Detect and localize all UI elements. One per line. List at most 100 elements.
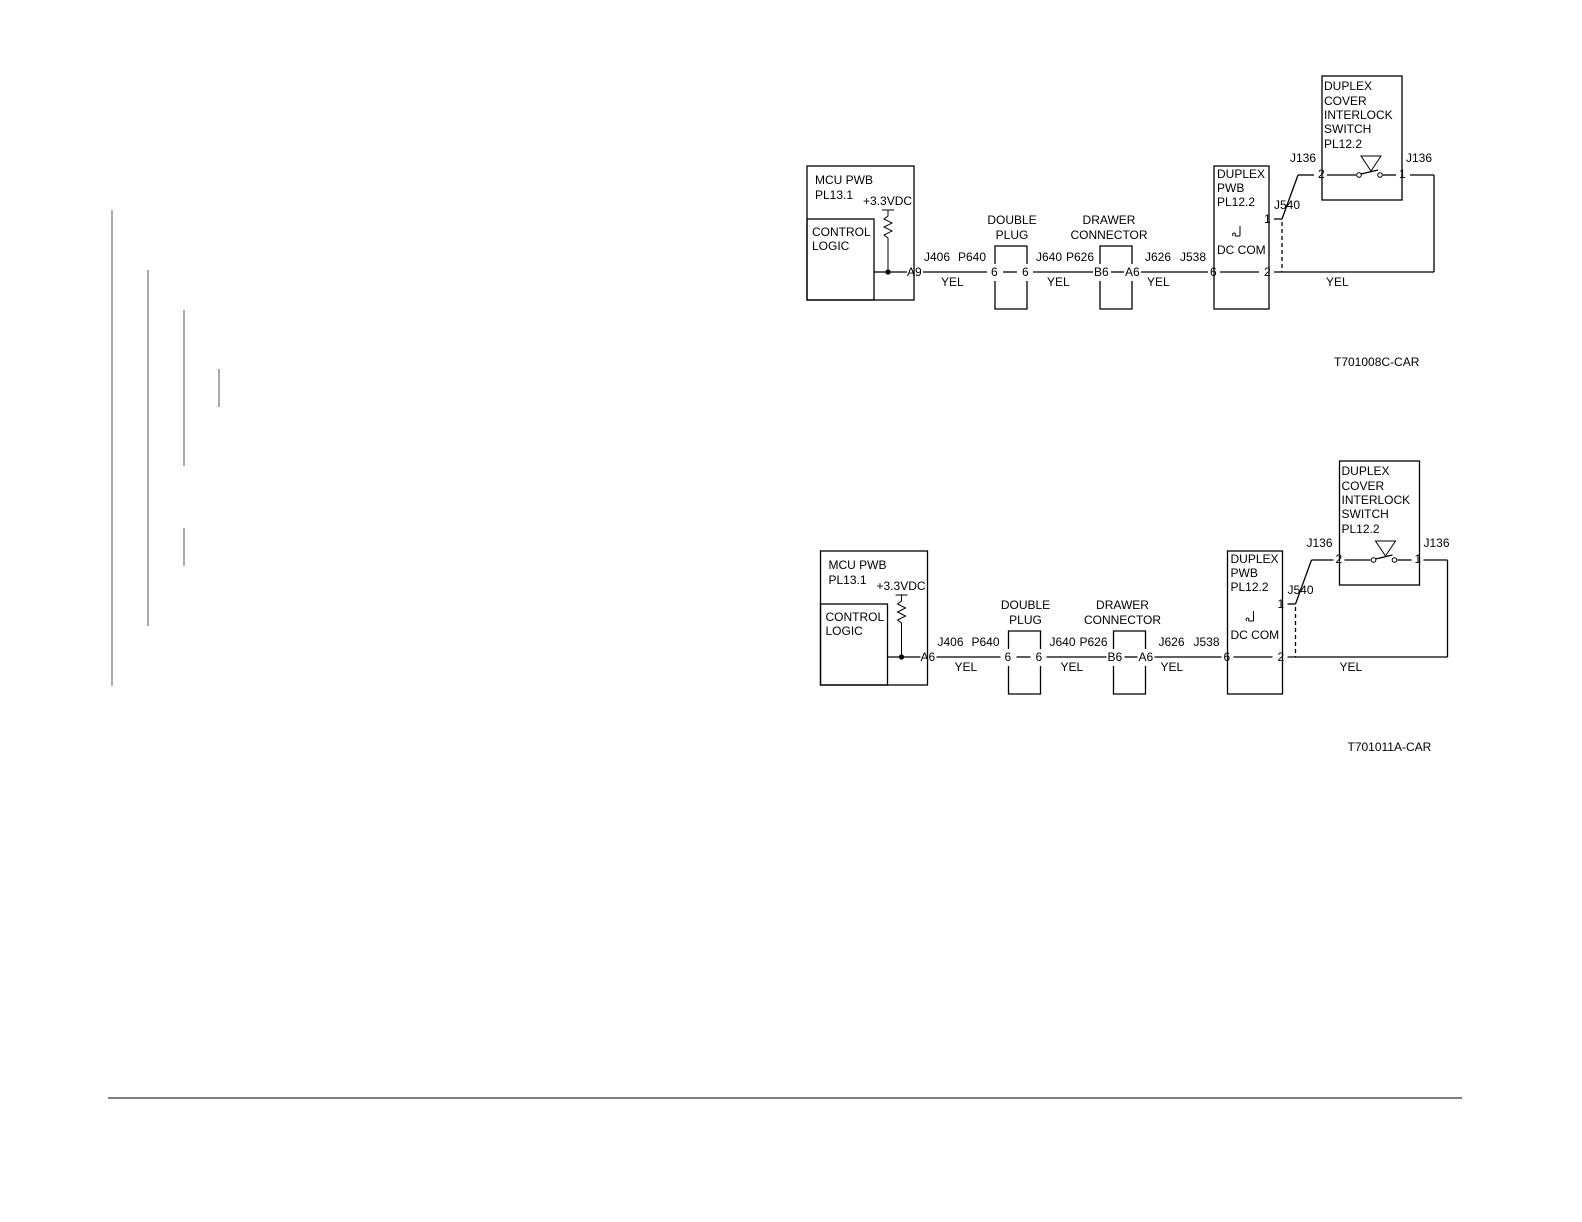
duplex-pwb-label-3: PL12.2 xyxy=(1217,195,1255,209)
double-plug-pin-right: 6 xyxy=(1022,265,1029,279)
drawer-connector-block: DRAWER CONNECTOR B6 A6 xyxy=(1084,598,1161,695)
drawer-pin-right: A6 xyxy=(1139,650,1154,664)
conn-label-j626: J626 xyxy=(1145,250,1171,264)
figure-id: T701011A-CAR xyxy=(1348,740,1432,754)
switch-contact xyxy=(1356,172,1362,178)
duplex-pwb-pin-in: 6 xyxy=(1210,265,1217,279)
duplex-pwb-label-3: PL12.2 xyxy=(1231,580,1269,594)
switch-label-5: PL12.2 xyxy=(1324,137,1362,151)
drawer-pin-left: B6 xyxy=(1108,650,1123,664)
drawer-pin-right: A6 xyxy=(1125,265,1140,279)
mcu-pin: A9 xyxy=(907,265,922,279)
switch-label-4: SWITCH xyxy=(1324,122,1371,136)
conn-label-j540: J540 xyxy=(1288,583,1314,597)
double-plug-block: DOUBLE PLUG 6 6 xyxy=(987,213,1037,310)
switch-label-2: COVER xyxy=(1324,94,1367,108)
double-plug-label-2: PLUG xyxy=(996,228,1029,242)
conn-label-p626: P626 xyxy=(1066,250,1094,264)
switch-actuator-icon xyxy=(1360,155,1382,172)
conn-label-j406: J406 xyxy=(924,250,950,264)
drawer-pin-left: B6 xyxy=(1094,265,1109,279)
switch-pin-left: 2 xyxy=(1318,167,1325,181)
drawer-connector-block: DRAWER CONNECTOR B6 A6 xyxy=(1070,213,1148,310)
mcu-pwb-block: MCU PWB PL13.1 +3.3VDC CONTROL LOGIC A9 xyxy=(806,165,922,301)
wire-color-4: YEL xyxy=(1326,275,1349,289)
control-logic-label-2: LOGIC xyxy=(826,624,864,638)
drawer-label-2: CONNECTOR xyxy=(1070,228,1147,242)
duplex-pwb-pin-in: 6 xyxy=(1224,650,1231,664)
conn-label-j136-left: J136 xyxy=(1307,536,1333,550)
drawer-label-1: DRAWER xyxy=(1096,598,1149,612)
conn-label-j538: J538 xyxy=(1194,635,1220,649)
mcu-title: MCU PWB xyxy=(815,173,873,187)
mcu-part: PL13.1 xyxy=(829,573,867,587)
junction-dot xyxy=(898,654,905,660)
duplex-pwb-label-1: DUPLEX xyxy=(1217,167,1265,181)
wire-color-2: YEL xyxy=(1047,275,1070,289)
switch-pin-right: 1 xyxy=(1415,552,1422,566)
wire-color-3: YEL xyxy=(1147,275,1170,289)
mcu-title: MCU PWB xyxy=(829,558,887,572)
switch-label-5: PL12.2 xyxy=(1342,522,1380,536)
drawer-label-2: CONNECTOR xyxy=(1084,613,1161,627)
conn-label-j540: J540 xyxy=(1274,198,1300,212)
change-bars xyxy=(111,210,220,686)
switch-pin-left: 2 xyxy=(1336,552,1343,566)
conn-label-j136-right: J136 xyxy=(1424,536,1450,550)
switch-contact xyxy=(1377,172,1383,178)
control-logic-label-2: LOGIC xyxy=(812,239,850,253)
double-plug-label-1: DOUBLE xyxy=(1001,598,1050,612)
duplex-pwb-label-2: PWB xyxy=(1231,566,1258,580)
wire-color-1: YEL xyxy=(955,660,978,674)
duplex-pwb-pin-top: 1 xyxy=(1278,597,1285,611)
wire-color-1: YEL xyxy=(941,275,964,289)
conn-label-p640: P640 xyxy=(958,250,986,264)
junction-dot xyxy=(885,269,891,275)
mcu-pwb-block: MCU PWB PL13.1 +3.3VDC CONTROL LOGIC A6 xyxy=(819,550,936,686)
wiring-diagram-2: MCU PWB PL13.1 +3.3VDC CONTROL LOGIC A6 … xyxy=(819,460,1450,754)
duplex-pwb-pin-bottom: 2 xyxy=(1264,265,1271,279)
switch-label-4: SWITCH xyxy=(1342,507,1389,521)
duplex-pwb-block: DUPLEX PWB PL12.2 DC COM 6 1 2 xyxy=(1210,165,1271,310)
duplex-pwb-label-1: DUPLEX xyxy=(1231,552,1279,566)
interlock-switch-block: DUPLEX COVER INTERLOCK SWITCH PL12.2 2 1 xyxy=(1327,460,1422,586)
control-logic-label-1: CONTROL xyxy=(826,610,885,624)
figure-id: T701008C-CAR xyxy=(1334,355,1420,369)
drawer-label-1: DRAWER xyxy=(1083,213,1136,227)
conn-label-j136-right: J136 xyxy=(1406,151,1432,165)
conn-label-j640: J640 xyxy=(1050,635,1076,649)
switch-contact xyxy=(1370,557,1377,563)
conn-label-j406: J406 xyxy=(938,635,964,649)
resistor-icon xyxy=(882,209,894,272)
switch-label-2: COVER xyxy=(1342,479,1385,493)
resistor-icon xyxy=(895,594,908,657)
double-plug-label-1: DOUBLE xyxy=(987,213,1036,227)
voltage-label: +3.3VDC xyxy=(877,579,926,593)
switch-label-1: DUPLEX xyxy=(1342,464,1390,478)
switch-contact xyxy=(1391,557,1398,563)
switch-label-1: DUPLEX xyxy=(1324,79,1372,93)
interlock-switch-block: DUPLEX COVER INTERLOCK SWITCH PL12.2 2 1 xyxy=(1318,75,1406,201)
voltage-label: +3.3VDC xyxy=(863,194,912,208)
switch-pin-right: 1 xyxy=(1399,167,1406,181)
duplex-pwb-block: DUPLEX PWB PL12.2 DC COM 6 1 2 xyxy=(1224,550,1285,695)
conn-label-j626: J626 xyxy=(1159,635,1185,649)
mcu-part: PL13.1 xyxy=(815,188,853,202)
double-plug-pin-left: 6 xyxy=(991,265,998,279)
conn-label-j640: J640 xyxy=(1036,250,1062,264)
control-logic-label-1: CONTROL xyxy=(812,225,871,239)
conn-label-j538: J538 xyxy=(1180,250,1206,264)
double-plug-pin-left: 6 xyxy=(1005,650,1012,664)
mcu-pin: A6 xyxy=(921,650,936,664)
conn-label-p640: P640 xyxy=(972,635,1000,649)
conn-label-p626: P626 xyxy=(1080,635,1108,649)
wiring-diagram-1: MCU PWB PL13.1 +3.3VDC CONTROL LOGIC A9 … xyxy=(806,75,1435,369)
wire-color-2: YEL xyxy=(1061,660,1084,674)
duplex-pwb-label-2: PWB xyxy=(1217,181,1244,195)
conn-label-j136-left: J136 xyxy=(1290,151,1316,165)
wire-color-4: YEL xyxy=(1340,660,1363,674)
duplex-pwb-pin-bottom: 2 xyxy=(1278,650,1285,664)
ground-symbol-icon xyxy=(1245,611,1254,622)
double-plug-label-2: PLUG xyxy=(1009,613,1042,627)
